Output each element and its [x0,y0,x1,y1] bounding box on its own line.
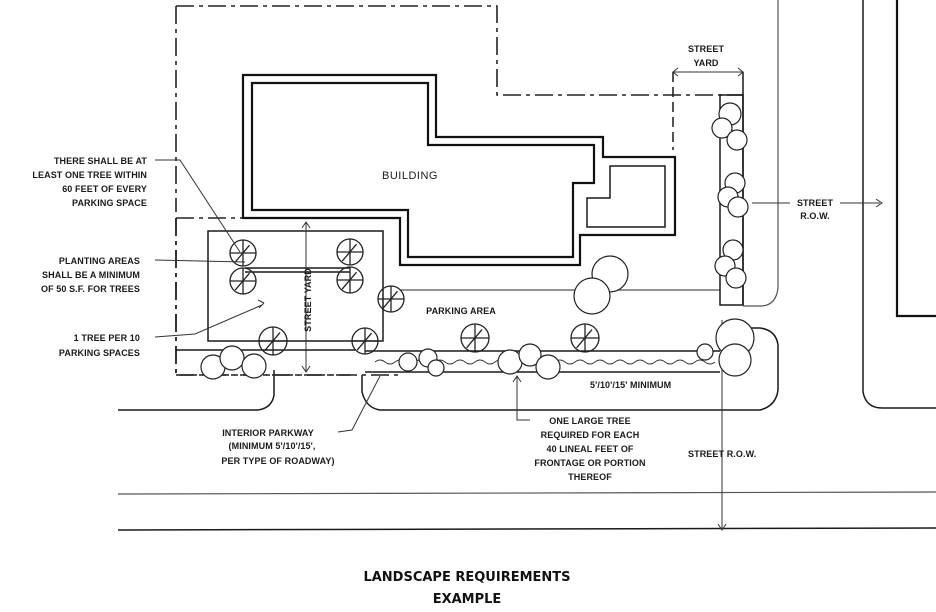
svg-text:STREET: STREET [797,198,834,208]
planting-island [207,230,384,342]
shrub-icon [241,353,267,379]
curb-left [118,370,275,411]
road-line-1 [117,491,936,495]
svg-text:STREET: STREET [688,44,725,54]
shrub-icon [497,349,523,375]
callout-leaders [154,159,883,433]
svg-text:ONE LARGE TREE: ONE LARGE TREE [549,416,630,426]
shrub-icon [219,345,245,371]
callout-tree-per-10: 1 TREE PER 10 PARKING SPACES [59,333,140,358]
building-annex [586,165,666,228]
svg-text:PLANTING AREAS: PLANTING AREAS [59,256,140,266]
shrub-icon [726,129,748,151]
shrub-icon [573,277,611,315]
property-line [175,5,743,376]
canopy-tree-icon [570,323,600,353]
property-line-lower [175,218,350,376]
svg-text:REQUIRED FOR EACH: REQUIRED FOR EACH [541,430,640,440]
svg-text:OF 50 S.F. FOR TREES: OF 50 S.F. FOR TREES [41,284,140,294]
diagram-title: LANDSCAPE REQUIREMENTS [363,570,570,585]
svg-text:PARKING SPACE: PARKING SPACE [72,198,147,208]
shrub-icon [398,352,418,372]
svg-text:1 TREE PER 10: 1 TREE PER 10 [74,333,140,343]
parking-area-label: PARKING AREA [426,306,496,316]
canopy-tree-icon [229,267,257,295]
trees-group [200,102,755,380]
road-edge-right [862,0,936,409]
shrub-icon [535,354,561,380]
svg-text:YARD: YARD [693,58,718,68]
minimum-dimension-label: 5'/10'/15' MINIMUM [590,380,671,390]
svg-text:FRONTAGE OR PORTION: FRONTAGE OR PORTION [534,458,645,468]
building-edge-far-right [895,0,936,318]
shrub-icon [711,117,733,139]
street-yard-label-vertical: STREET YARD [303,268,313,332]
svg-text:60 FEET OF EVERY: 60 FEET OF EVERY [62,184,147,194]
shrub-icon [718,343,752,377]
svg-text:SHALL BE A MINIMUM: SHALL BE A MINIMUM [42,270,140,280]
diagram-subtitle: EXAMPLE [433,592,502,607]
shrub-icon [725,267,747,289]
building-outline-inner [250,81,596,259]
building-outline-outer [241,73,677,267]
callout-planting-areas: PLANTING AREAS SHALL BE A MINIMUM OF 50 … [41,256,140,294]
callout-tree-within-60ft: THERE SHALL BE AT LEAST ONE TREE WITHIN … [32,156,147,208]
canopy-tree-icon [351,327,379,355]
svg-text:THEREOF: THEREOF [568,472,612,482]
svg-text:PARKING SPACES: PARKING SPACES [59,348,140,358]
building-label: BUILDING [382,170,438,182]
shrub-icon [427,359,445,377]
callout-interior-parkway: INTERIOR PARKWAY (MINIMUM 5'/10'/15', PE… [221,428,334,466]
canopy-tree-icon [336,238,364,266]
street-yard-top-label: STREET YARD [688,44,725,68]
callout-large-tree: ONE LARGE TREE REQUIRED FOR EACH 40 LINE… [534,416,645,482]
svg-text:INTERIOR PARKWAY: INTERIOR PARKWAY [222,428,314,438]
canopy-tree-icon [258,326,288,356]
canopy-tree-icon [460,323,490,353]
svg-text:40 LINEAL FEET OF: 40 LINEAL FEET OF [546,444,633,454]
shrub-icon [696,343,714,361]
canopy-tree-icon [377,285,405,313]
road-line-2 [117,527,936,531]
street-yard-dimension-vertical [301,221,311,373]
svg-text:THERE SHALL BE AT: THERE SHALL BE AT [54,156,147,166]
svg-text:LEAST ONE TREE WITHIN: LEAST ONE TREE WITHIN [32,170,147,180]
svg-text:R.O.W.: R.O.W. [800,211,830,221]
svg-text:PER TYPE OF ROADWAY): PER TYPE OF ROADWAY) [221,456,334,466]
canopy-tree-icon [336,266,364,294]
curb-right-upper [743,0,779,307]
curb-parkway [361,327,779,411]
street-row-bottom-label: STREET R.O.W. [688,449,756,459]
street-row-right-label: STREET R.O.W. [797,198,834,221]
shrub-icon [727,196,749,218]
shrub-icon [518,343,542,367]
svg-text:(MINIMUM 5'/10'/15',: (MINIMUM 5'/10'/15', [229,441,316,451]
